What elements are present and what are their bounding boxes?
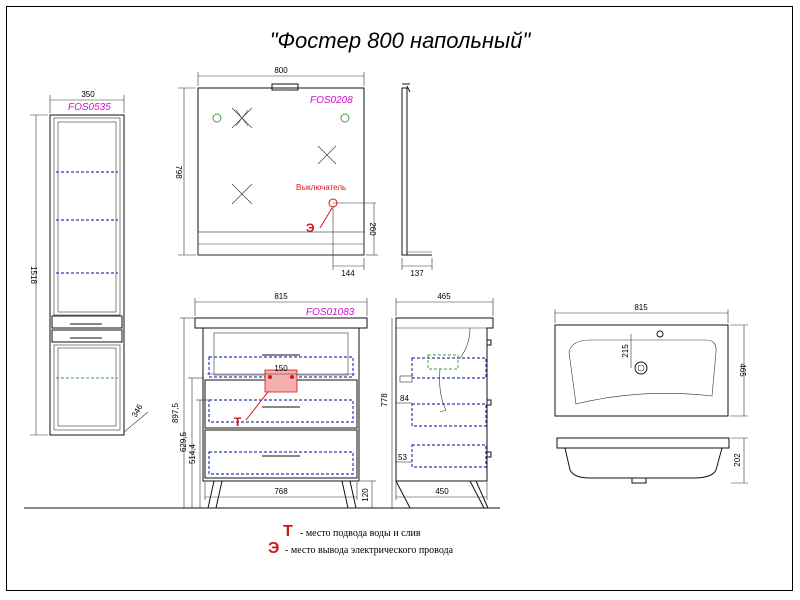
sink-depth-label: 465: [738, 363, 747, 377]
cabinet-897-label: 897,5: [171, 402, 180, 423]
side-height-label: 778: [380, 393, 389, 407]
legend-e-symbol: Э: [268, 540, 279, 557]
side-depth-label: 465: [437, 292, 451, 301]
cabinet-629-label: 629,5: [179, 431, 188, 452]
cabinet-width-label: 815: [274, 292, 288, 301]
side-bottom-label: 450: [435, 487, 449, 496]
column-height-label: 1518: [29, 266, 38, 284]
sink-215-label: 215: [621, 344, 630, 358]
switch-label: Выключатель: [296, 183, 346, 192]
mirror-e-marker: Э: [306, 221, 315, 235]
sink-front-view: 202: [556, 437, 748, 484]
cabinet-768-label: 768: [274, 487, 288, 496]
mirror-144-label: 144: [341, 269, 355, 278]
drawing-frame: [6, 6, 793, 591]
cabinet-t-marker: Т: [234, 415, 242, 429]
cabinet-150-label: 150: [274, 364, 288, 373]
drawing-title: "Фостер 800 напольный": [269, 28, 531, 53]
mirror-depth-label: 137: [410, 269, 424, 278]
sink-width-label: 815: [634, 303, 648, 312]
cabinet-side-view: 465 778 84 53 450: [380, 292, 494, 509]
legend: Т - место подвода воды и слив Э - место …: [268, 523, 454, 557]
sink-top-view: 815 215 465: [554, 303, 748, 417]
column-view: 350 FOS0535 1518 346: [29, 90, 149, 436]
legend-e-text: - место вывода электрического провода: [285, 545, 454, 556]
cabinet-code: FOS01083: [306, 307, 355, 318]
column-width-label: 350: [81, 90, 95, 99]
mirror-side-view: 137: [401, 83, 433, 278]
mirror-code: FOS0208: [310, 95, 353, 106]
side-84-label: 84: [400, 394, 409, 403]
sink-height-label: 202: [733, 453, 742, 467]
side-53-label: 53: [398, 453, 407, 462]
mirror-view: Выключатель Э 800 FOS0208 798 260 144: [174, 66, 378, 278]
legend-t-symbol: Т: [283, 523, 293, 540]
cabinet-front-view: Т 815 FOS01083 150 897,5 629,5 514,4 768…: [24, 292, 500, 509]
cabinet-leg-label: 120: [361, 488, 370, 502]
cabinet-514-label: 514,4: [188, 443, 197, 464]
mirror-width-label: 800: [274, 66, 288, 75]
mirror-height-label: 798: [174, 165, 183, 179]
legend-t-text: - место подвода воды и слив: [300, 528, 421, 539]
mirror-260-label: 260: [368, 222, 377, 236]
column-code: FOS0535: [68, 102, 111, 113]
